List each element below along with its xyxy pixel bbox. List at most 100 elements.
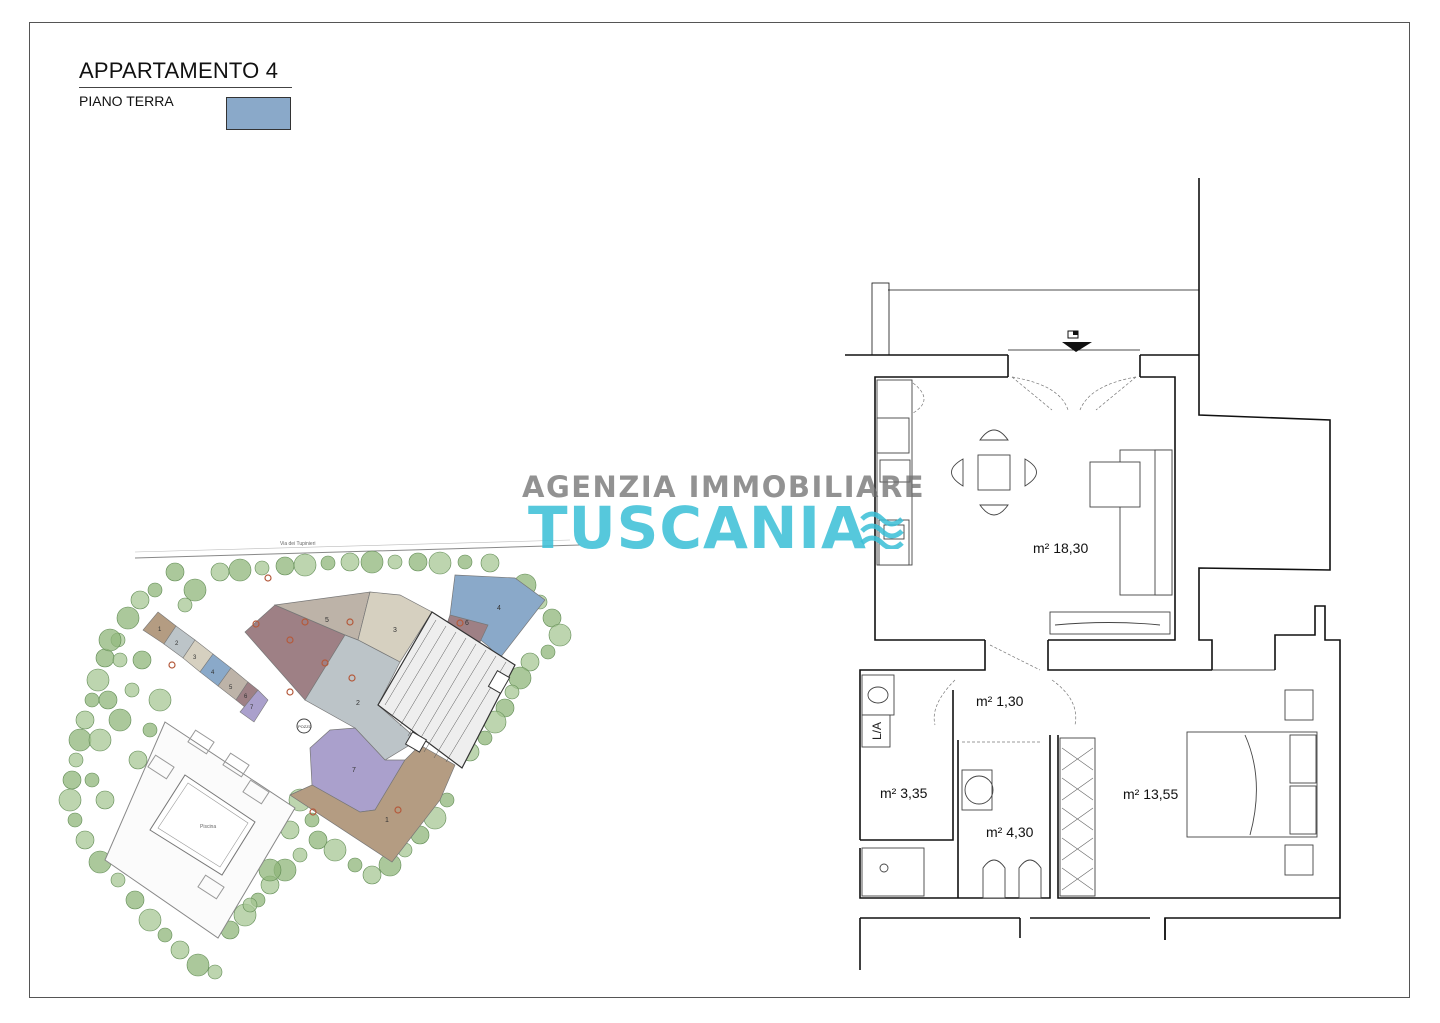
tv-icon: [1054, 622, 1161, 626]
pool: [149, 774, 256, 876]
tree-icon: [186, 953, 210, 977]
lot-label-6: 6: [465, 620, 469, 627]
tree-icon: [112, 652, 128, 668]
toilet-icon: [982, 859, 1006, 899]
tree-icon: [183, 578, 207, 602]
chair-left: [951, 458, 964, 487]
tree-icon: [84, 772, 100, 788]
wardrobe-hangers: [1061, 747, 1094, 891]
entrance-arrow-icon: [1062, 330, 1092, 352]
tree-icon: [67, 812, 83, 828]
exterior-wall-right-lower: [1198, 605, 1213, 670]
laundry-unit: [861, 714, 891, 748]
room-area-bath: m² 4,30: [986, 824, 1034, 840]
well-label: POZZO: [298, 724, 312, 729]
bedroom-wall-left: [1057, 735, 1340, 899]
hall-wall-right: [1047, 640, 1212, 671]
shower-tray: [861, 847, 925, 897]
wardrobe: [1059, 737, 1096, 897]
tree-icon: [320, 555, 336, 571]
tree-icon: [58, 788, 82, 812]
small-unit-6-label: 6: [244, 694, 248, 700]
lots: 1 2 3 4 5 6 7 POZZO: [168, 574, 546, 863]
tree-icon: [347, 857, 363, 873]
courtyard-pillar: [871, 282, 890, 356]
legend-swatch: [226, 97, 291, 130]
tree-icon: [293, 553, 317, 577]
small-unit-3-label: 3: [193, 655, 197, 661]
hall-wall-left: [859, 640, 986, 840]
small-unit-4-label: 4: [211, 670, 215, 676]
tree-icon: [165, 562, 185, 582]
small-unit-7-label: 7: [250, 705, 254, 711]
bed-sheet: [1244, 734, 1257, 836]
small-unit-7: [239, 689, 269, 723]
tree-icon: [75, 830, 95, 850]
pool-lounger-2: [222, 752, 250, 778]
tree-icon: [548, 623, 572, 647]
pool-label: Piscina: [200, 824, 216, 830]
tree-icon: [132, 650, 152, 670]
tree-icon: [86, 668, 110, 692]
tree-icon: [177, 597, 193, 613]
tree-icon: [98, 628, 122, 652]
tree-icon: [95, 790, 115, 810]
nightstand-top: [1284, 689, 1314, 721]
small-unit-2-label: 2: [175, 641, 179, 647]
chair-right: [1024, 458, 1037, 487]
street-line: [134, 544, 581, 559]
room-area-laundry: m² 3,35: [880, 785, 928, 801]
tree-icon: [504, 684, 520, 700]
pool-lounger-5: [197, 874, 225, 900]
chair-bottom: [979, 504, 1009, 516]
lot-label-3: 3: [393, 627, 397, 634]
well-icon: [296, 718, 312, 734]
tree-icon: [110, 872, 126, 888]
sofa-chaise: [1089, 461, 1141, 508]
tree-icon: [148, 688, 172, 712]
tree-icon: [323, 838, 347, 862]
small-unit-5-label: 5: [229, 685, 233, 691]
tree-icon: [457, 554, 473, 570]
tree-icon: [520, 652, 540, 672]
laundry-tub: [867, 686, 889, 704]
lot-label-5: 5: [325, 617, 329, 624]
living-window-swing: [912, 382, 925, 414]
tree-icon: [124, 682, 140, 698]
pool-lounger-3: [242, 779, 270, 805]
tree-icon: [125, 890, 145, 910]
tree-icon: [130, 590, 150, 610]
tree-icon: [157, 927, 173, 943]
pool-lounger-4: [147, 754, 175, 780]
main-building-hatch: [384, 619, 507, 763]
nightstand-bottom: [1284, 844, 1314, 876]
room-area-living: m² 18,30: [1033, 540, 1088, 556]
bath-sink-icon: [964, 775, 994, 805]
tree-icon: [170, 940, 190, 960]
tree-icon: [408, 552, 428, 572]
bath-sink-counter: [961, 769, 993, 811]
tree-icon: [228, 558, 252, 582]
tree-icon: [428, 551, 452, 575]
tv-unit: [1049, 611, 1171, 635]
bedroom-door-swing: [1051, 679, 1077, 726]
kitchen-cooktop: [879, 459, 911, 483]
tree-hedge: [58, 550, 572, 980]
tree-icon: [542, 608, 562, 628]
tree-icon: [98, 690, 118, 710]
room-area-bedroom: m² 13,55: [1123, 786, 1178, 802]
room-area-hall: m² 1,30: [976, 693, 1024, 709]
tree-icon: [308, 830, 328, 850]
tree-icon: [68, 752, 84, 768]
bed-pillow-1: [1289, 734, 1317, 784]
bidet-icon: [1018, 859, 1042, 899]
shower-drain-icon: [879, 863, 889, 873]
tree-icon: [75, 710, 95, 730]
tree-icon: [340, 552, 360, 572]
tree-icon: [88, 728, 112, 752]
tree-icon: [292, 847, 308, 863]
exterior-wall-right: [1198, 355, 1331, 605]
entrance-door-swing-left: [1011, 376, 1069, 411]
title-divider: [79, 87, 292, 88]
